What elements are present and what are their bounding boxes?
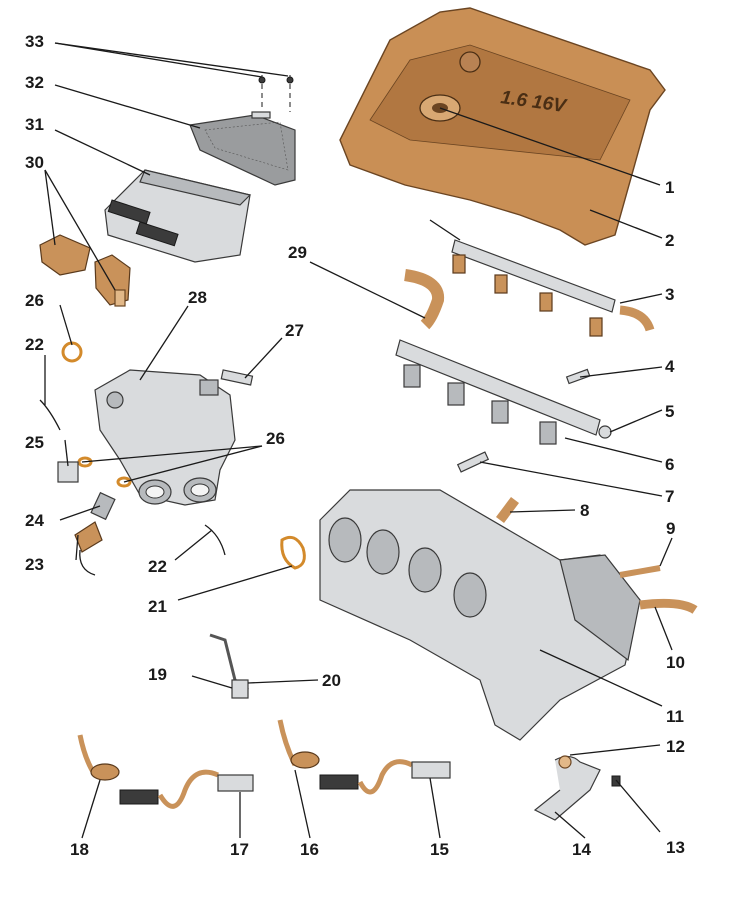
callout-5: 5 [665,402,674,421]
callout-17: 17 [230,840,249,859]
bolt-icon [456,451,490,473]
hose-icon [639,598,698,614]
callout-26a: 26 [25,291,44,310]
seal-ring-icon [61,341,83,363]
sensor-icon [57,461,116,576]
callout-15: 15 [430,840,449,859]
callout-2: 2 [665,231,674,250]
callout-25: 25 [25,433,44,452]
callout-27: 27 [285,321,304,340]
clip-22a [39,399,61,431]
callout-19: 19 [148,665,167,684]
seal-ring-icon [77,456,93,468]
callout-21: 21 [148,597,167,616]
callout-16: 16 [300,840,319,859]
callout-30: 30 [25,153,44,172]
clip-22b [204,524,226,556]
bolt-icon [220,369,254,386]
callout-11: 11 [666,707,684,726]
callout-31: 31 [25,115,44,134]
callout-26b: 26 [266,429,285,448]
hose-icon [533,755,621,821]
callout-22b: 22 [148,557,167,576]
callout-1: 1 [665,178,674,197]
seal-ring-icon [280,535,306,570]
callout-labels: 1 2 3 4 5 6 7 8 9 10 11 12 13 14 15 16 1… [25,32,685,859]
sensor-icon [277,719,451,795]
callout-10: 10 [666,653,685,672]
sensor-icon [209,633,249,699]
bolt-icon [565,368,591,385]
ecu-icon [104,169,252,263]
hose-icon [496,497,519,523]
callout-22a: 22 [25,335,44,354]
sensor-icon [39,234,131,307]
callout-29: 29 [288,243,307,262]
callout-6: 6 [665,455,674,474]
callout-18: 18 [70,840,89,859]
leader-lines [44,42,673,839]
callout-24: 24 [25,511,44,530]
fuel-rail-icon [395,339,612,445]
callout-3: 3 [665,285,674,304]
hose-icon [403,269,445,330]
callout-28: 28 [188,288,207,307]
engine-cover-icon: 1.6 16V [339,7,666,246]
fuel-rail-icon [429,219,655,337]
sensor-icon [77,734,254,809]
throttle-body-icon [94,369,236,506]
intake-manifold-icon [319,489,641,741]
callout-9: 9 [666,519,675,538]
callout-33: 33 [25,32,44,51]
callout-32: 32 [25,73,44,92]
callout-13: 13 [666,838,685,857]
bracket-icon [189,111,296,186]
callout-8: 8 [580,501,589,520]
callout-20: 20 [322,671,341,690]
callout-7: 7 [665,487,674,506]
callout-14: 14 [572,840,591,859]
seal-ring-icon [116,476,132,488]
bolt-icon [258,75,294,112]
hose-icon [619,565,661,578]
callout-23: 23 [25,555,44,574]
callout-12: 12 [666,737,685,756]
callout-4: 4 [665,357,675,376]
